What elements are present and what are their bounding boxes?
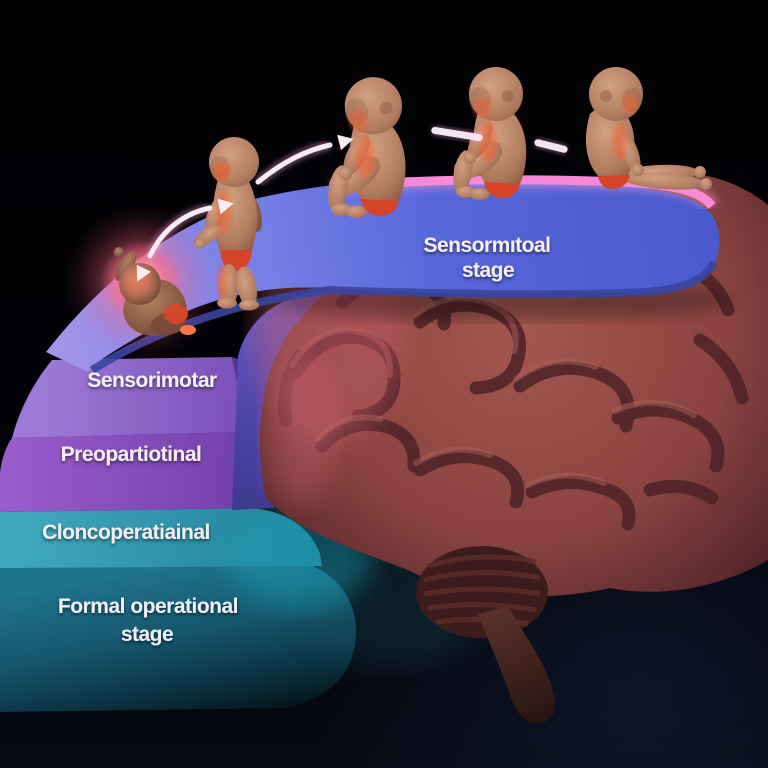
- band-sensorimotor: [12, 357, 242, 438]
- label-concrete-operational: Cloncoperatiainal: [42, 521, 210, 544]
- crawling-baby: [114, 247, 196, 336]
- arrowhead-right: [337, 134, 354, 151]
- label-formal-operational-line2: stage: [121, 623, 173, 646]
- arrowhead-down-left: [136, 264, 152, 282]
- arrowhead-up-right: [217, 198, 234, 215]
- sitting-baby-3: [585, 67, 712, 190]
- dashed-arrow: [431, 125, 568, 155]
- curved-arrow: [254, 134, 354, 187]
- brainstem: [478, 606, 556, 723]
- curved-double-arrow: [136, 198, 234, 282]
- band-preoperational: [0, 432, 256, 512]
- label-preoperational: Preopartiotinal: [61, 443, 202, 466]
- arrows: [136, 125, 568, 282]
- babies: [114, 67, 712, 336]
- brain-pink-glow-2: [264, 360, 336, 504]
- cerebellum: [416, 546, 548, 638]
- stage-labels: Sensormıtoal stage Sensorimotar Preopart…: [42, 234, 551, 646]
- standing-toddler: [194, 137, 262, 311]
- blue-band-pink-rim: [331, 175, 716, 209]
- label-formal-operational-line1: Formal operational: [58, 595, 238, 618]
- label-top-band-line2: stage: [462, 259, 514, 282]
- label-sensorimotor: Sensorimotar: [87, 369, 217, 392]
- label-top-band-line1: Sensormıtoal: [423, 234, 550, 257]
